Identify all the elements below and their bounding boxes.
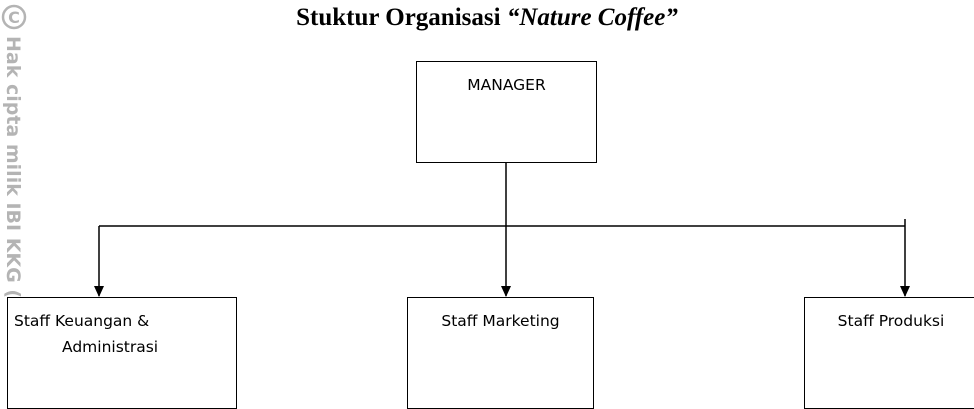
title-italic: “Nature Coffee” [506,4,678,31]
staff-marketing-box: Staff Marketing [407,297,594,409]
arrowhead-produksi [900,286,910,297]
copyright-symbol: C [8,8,20,27]
diagram-title: Stuktur Organisasi “Nature Coffee” [0,4,974,32]
manager-box: MANAGER [416,61,597,163]
arrowhead-keuangan [94,286,104,297]
staff-marketing-label: Staff Marketing [441,312,560,330]
manager-label: MANAGER [467,76,546,94]
staff-produksi-label: Staff Produksi [837,312,945,330]
staff-produksi-box: Staff Produksi [804,297,974,409]
arrowhead-marketing [501,286,511,297]
copyright-watermark: C Hak cipta milik IBI KKG (In [1,4,27,319]
title-main: Stuktur Organisasi [296,4,507,31]
staff-keuangan-label-line2: Administrasi [62,338,159,356]
copyright-icon [1,4,27,30]
watermark-text: Hak cipta milik IBI KKG (In [2,36,24,319]
staff-keuangan-label-line1: Staff Keuangan & [14,312,150,330]
staff-keuangan-label: Staff Keuangan & Administrasi [14,308,236,360]
staff-keuangan-box: Staff Keuangan & Administrasi [7,297,237,409]
